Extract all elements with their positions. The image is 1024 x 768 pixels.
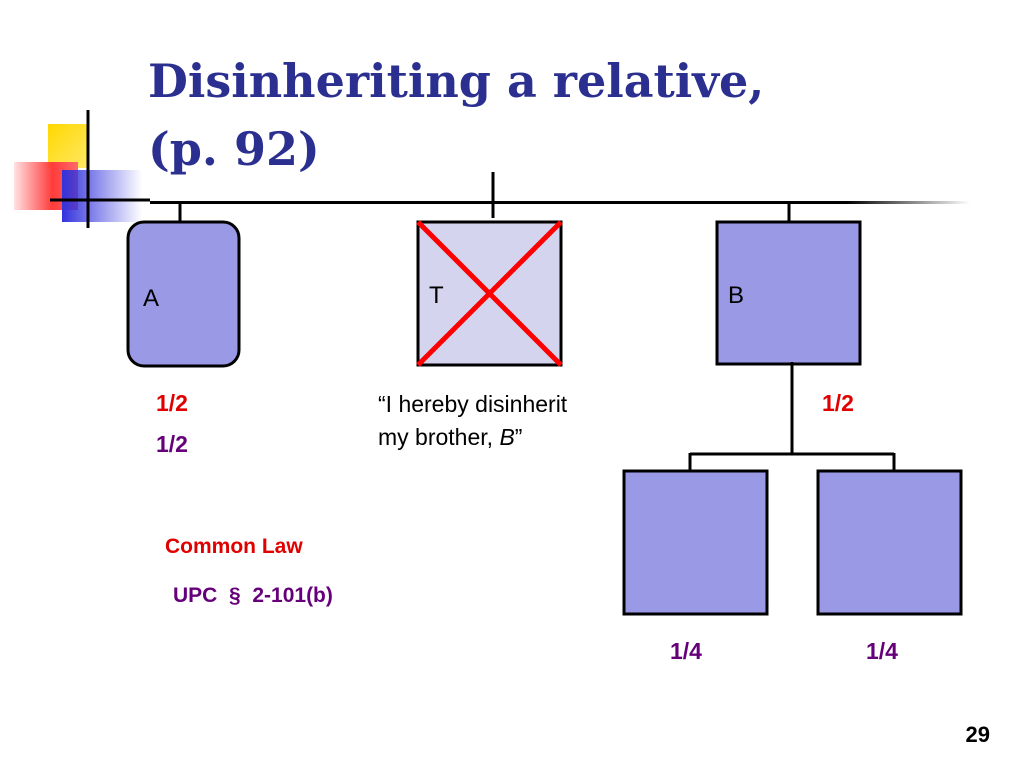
slide-title-line-2: (p. 92) (148, 122, 320, 176)
node-a-box (126, 220, 241, 368)
legend-common-law: Common Law (165, 535, 303, 558)
slide-number: 29 (965, 722, 990, 747)
quote-text-before: “I hereby disinherit my brother, (378, 391, 568, 451)
node-b-box (715, 220, 862, 366)
child-2-box (816, 469, 963, 616)
node-a-label: A (143, 285, 160, 312)
slide-title-line-1: Disinheriting a relative, (148, 54, 765, 108)
testator-quote: “I hereby disinherit my brother, B” (378, 388, 578, 455)
quote-text-after: ” (514, 424, 523, 451)
child-1-box (622, 469, 769, 616)
node-b-label: B (728, 282, 745, 309)
node-t-label: T (429, 282, 444, 309)
child-2-share: 1/4 (866, 638, 898, 664)
a-share-upc: 1/2 (156, 431, 188, 457)
decor-yellow-square (48, 124, 88, 168)
quote-name: B (499, 424, 515, 451)
t-cross-line-2 (416, 220, 563, 367)
a-share-common-law: 1/2 (156, 390, 188, 416)
b-share-common-law: 1/2 (822, 390, 854, 416)
corner-decoration (14, 110, 150, 228)
decor-blue-square (62, 170, 142, 222)
child-1-share: 1/4 (670, 638, 702, 664)
title-rule (150, 201, 970, 204)
legend-upc: UPC § 2-101(b) (173, 584, 333, 607)
